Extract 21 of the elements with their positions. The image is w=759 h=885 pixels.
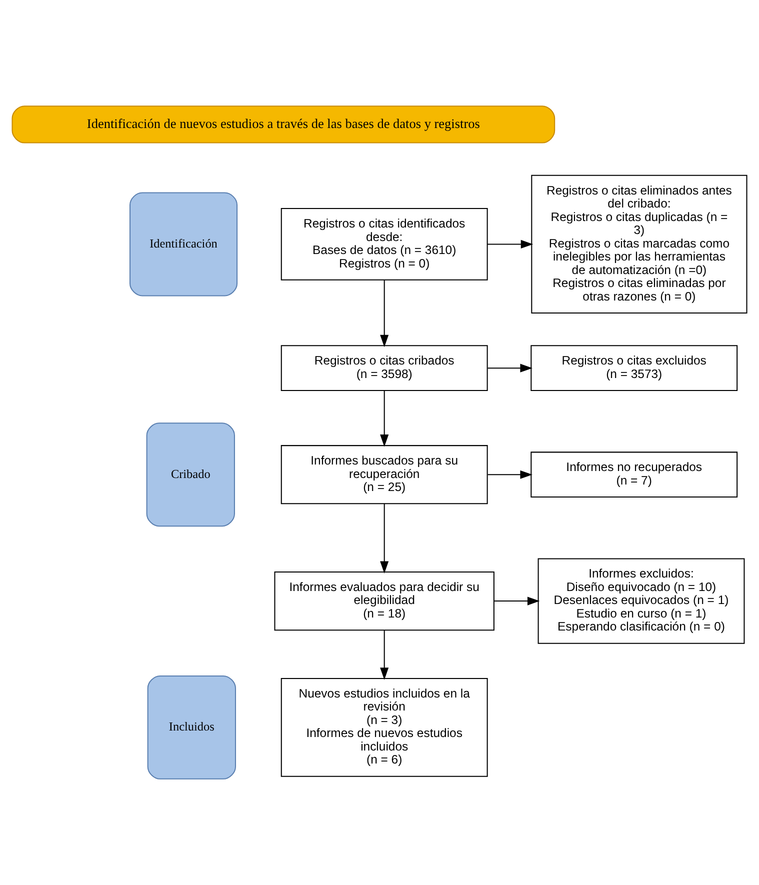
node-box: Identificación [129,192,238,296]
arrow [380,504,389,574]
node-box: Cribado [146,422,235,527]
node-box: Incluidos [147,675,236,780]
node-box: Informes evaluados para decidir su elegibilidad (n = 18) [274,571,494,631]
node-box: Registros o citas cribados (n = 3598) [280,345,488,392]
node-box: Registros o citas eliminados antes del cribado: Registros o citas duplicadas (n = 3) Registros o citas marcadas como inelegibles por las herramientas de automatización (n =0) Registros o citas eliminadas por otras razones (n = 0) [531,174,748,314]
arrow [380,630,389,680]
node-box: Registros o citas identificados desde: Bases de datos (n = 3610) Registros (n = 0) [280,208,488,280]
arrow [380,390,389,447]
node-box: Informes excluidos: Diseño equivocado (n = 10) Desenlaces equivocados (n = 1) Estudio en curso (n = 1) Esperando clasificación (n = 0) [538,558,745,644]
arrow [488,470,532,479]
node-box: Informes no recuperados (n = 7) [530,452,738,498]
node-box: Informes buscados para su recuperación (n = 25) [280,445,488,504]
node-box: Registros o citas excluidos (n = 3573) [530,345,738,392]
arrow [487,240,534,248]
node-box: Nuevos estudios incluidos en la revisión (n = 3) Informes de nuevos estudios incluidos (n = 6) [280,678,488,777]
diagram-title: Identificación de nuevos estudios a través de las bases de datos y registros [86,116,480,131]
arrow [488,364,532,372]
arrow [380,280,389,348]
arrow [494,596,540,606]
